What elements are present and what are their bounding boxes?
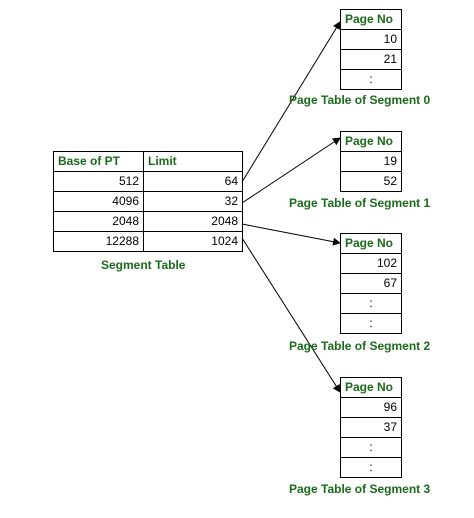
table-row: 12288 1024	[53, 231, 243, 252]
arrow-segment-0	[241, 21, 341, 183]
limit-cell: 64	[143, 171, 243, 192]
segment-table-caption: Segment Table	[101, 258, 186, 272]
page-table-caption-1: Page Table of Segment 1	[289, 196, 431, 210]
page-entry: 102	[340, 253, 402, 274]
page-no-header: Page No	[340, 377, 402, 398]
page-table-caption-2: Page Table of Segment 2	[289, 339, 431, 353]
base-cell: 12288	[53, 231, 144, 252]
limit-cell: 2048	[143, 211, 243, 232]
limit-cell: 32	[143, 191, 243, 212]
limit-cell: 1024	[143, 231, 243, 252]
page-entry-ellipsis: :	[340, 313, 402, 334]
page-no-header: Page No	[340, 233, 402, 254]
page-entry: 10	[340, 29, 402, 50]
segment-table-header-row: Base of PT Limit	[53, 151, 243, 172]
page-entry: 21	[340, 49, 402, 70]
arrow-segment-1	[241, 137, 341, 204]
base-cell: 512	[53, 171, 144, 192]
arrow-segment-3	[241, 237, 341, 393]
page-entry: 96	[340, 397, 402, 418]
page-no-header: Page No	[340, 131, 402, 152]
page-entry: 67	[340, 273, 402, 294]
page-entry: 19	[340, 151, 402, 172]
page-entry: 37	[340, 417, 402, 438]
page-table-caption-3: Page Table of Segment 3	[289, 482, 431, 496]
table-row: 4096 32	[53, 191, 243, 212]
page-entry-ellipsis: :	[340, 457, 402, 478]
table-row: 2048 2048	[53, 211, 243, 232]
limit-header: Limit	[143, 151, 243, 172]
page-table-segment-1: Page No 19 52	[340, 131, 402, 192]
base-cell: 4096	[53, 191, 144, 212]
page-no-header: Page No	[340, 9, 402, 30]
page-table-segment-0: Page No 10 21 :	[340, 9, 402, 90]
page-table-segment-3: Page No 96 37 : :	[340, 377, 402, 478]
arrow-segment-2	[241, 223, 341, 246]
segment-table: Base of PT Limit 512 64 4096 32 2048 204…	[53, 151, 243, 252]
table-row: 512 64	[53, 171, 243, 192]
page-table-caption-0: Page Table of Segment 0	[289, 93, 431, 107]
page-entry: 52	[340, 171, 402, 192]
base-of-pt-header: Base of PT	[53, 151, 144, 172]
page-entry-ellipsis: :	[340, 437, 402, 458]
base-cell: 2048	[53, 211, 144, 232]
page-table-segment-2: Page No 102 67 : :	[340, 233, 402, 334]
page-entry-ellipsis: :	[340, 69, 402, 90]
page-entry-ellipsis: :	[340, 293, 402, 314]
